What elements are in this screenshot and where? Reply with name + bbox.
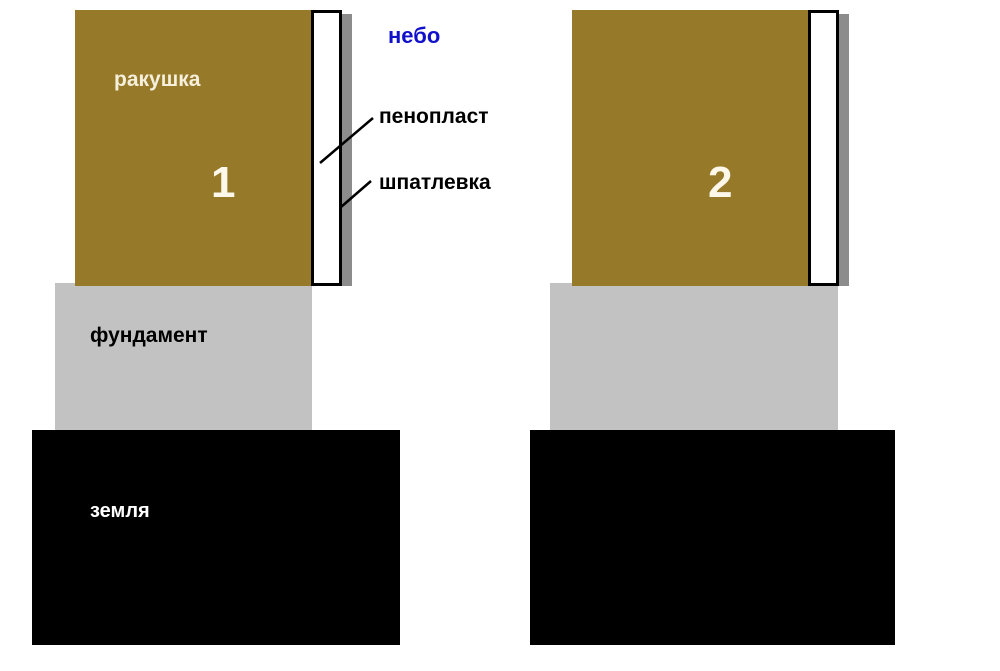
- foam-layer-2: [808, 10, 839, 286]
- wall-label-1: ракушка: [114, 68, 201, 91]
- variant-number-1: 1: [211, 158, 236, 207]
- sky-label: небо: [388, 23, 441, 48]
- variant-number-2: 2: [708, 158, 733, 207]
- foundation-block-2: [550, 283, 838, 430]
- foundation-label-1: фундамент: [90, 324, 208, 347]
- foam-label: пенопласт: [379, 105, 489, 128]
- ground-block-2: [530, 430, 895, 645]
- putty-label: шпатлевка: [379, 171, 491, 194]
- foam-layer-1: [311, 10, 342, 286]
- wall-block-1: [75, 10, 311, 286]
- ground-block-1: [32, 430, 400, 645]
- wall-block-2: [572, 10, 808, 286]
- ground-label-1: земля: [90, 500, 150, 522]
- foundation-block-1: [55, 283, 312, 430]
